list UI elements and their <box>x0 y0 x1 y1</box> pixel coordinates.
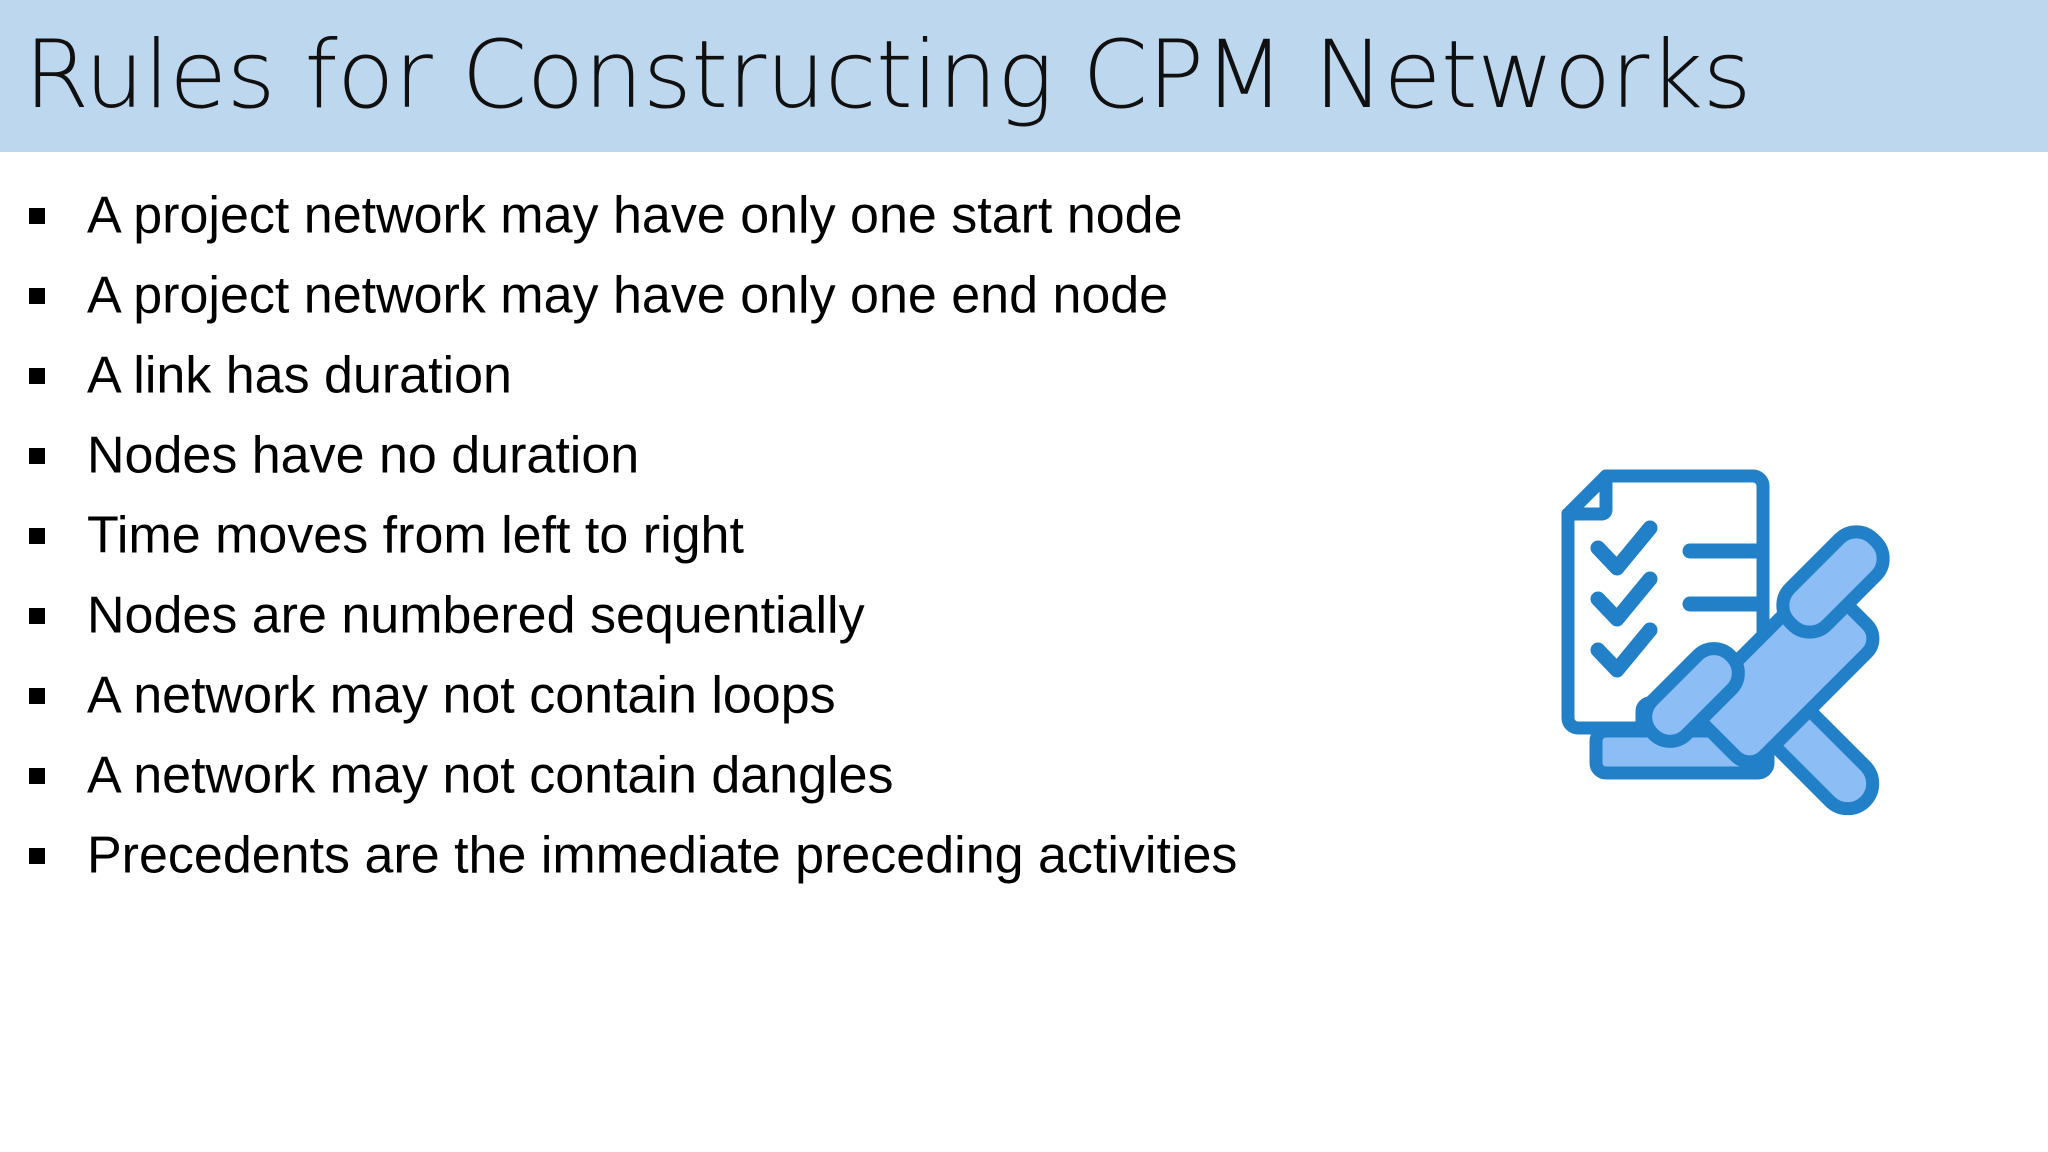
square-bullet-icon <box>29 448 45 464</box>
square-bullet-icon <box>29 208 45 224</box>
check-icon <box>1590 622 1658 678</box>
check-icon <box>1590 571 1658 627</box>
list-item: Precedents are the immediate preceding a… <box>0 816 1420 896</box>
list-item-label: Precedents are the immediate preceding a… <box>87 826 1238 885</box>
list-item: Nodes are numbered sequentially <box>0 576 1420 656</box>
square-bullet-icon <box>29 848 45 864</box>
list-item: A network may not contain dangles <box>0 736 1420 816</box>
square-bullet-icon <box>29 528 45 544</box>
list-item: Time moves from left to right <box>0 496 1420 576</box>
list-item-label: A link has duration <box>87 346 512 405</box>
list-item-label: Nodes have no duration <box>87 426 640 485</box>
check-icon <box>1590 520 1658 576</box>
list-item-label: A network may not contain dangles <box>87 746 894 805</box>
list-item: A network may not contain loops <box>0 656 1420 736</box>
list-item: A project network may have only one end … <box>0 256 1420 336</box>
list-item: Nodes have no duration <box>0 416 1420 496</box>
list-item-label: Nodes are numbered sequentially <box>87 586 865 645</box>
list-item: A project network may have only one star… <box>0 176 1420 256</box>
gavel-head-icon <box>1639 525 1890 769</box>
check-marks-icon <box>1590 520 1658 678</box>
page-title: Rules for Constructing CPM Networks <box>24 21 1752 130</box>
title-band: Rules for Constructing CPM Networks <box>0 0 2048 152</box>
checklist-document-with-gavel-icon <box>1498 418 1938 838</box>
list-item: A link has duration <box>0 336 1420 416</box>
list-item-label: A network may not contain loops <box>87 666 836 725</box>
square-bullet-icon <box>29 608 45 624</box>
square-bullet-icon <box>29 288 45 304</box>
rules-bullet-list: A project network may have only one star… <box>0 176 1420 896</box>
square-bullet-icon <box>29 688 45 704</box>
list-item-label: Time moves from left to right <box>87 506 744 565</box>
square-bullet-icon <box>29 768 45 784</box>
square-bullet-icon <box>29 368 45 384</box>
document-text-lines-icon <box>1682 543 1765 612</box>
list-item-label: A project network may have only one star… <box>87 186 1183 245</box>
list-item-label: A project network may have only one end … <box>87 266 1169 325</box>
